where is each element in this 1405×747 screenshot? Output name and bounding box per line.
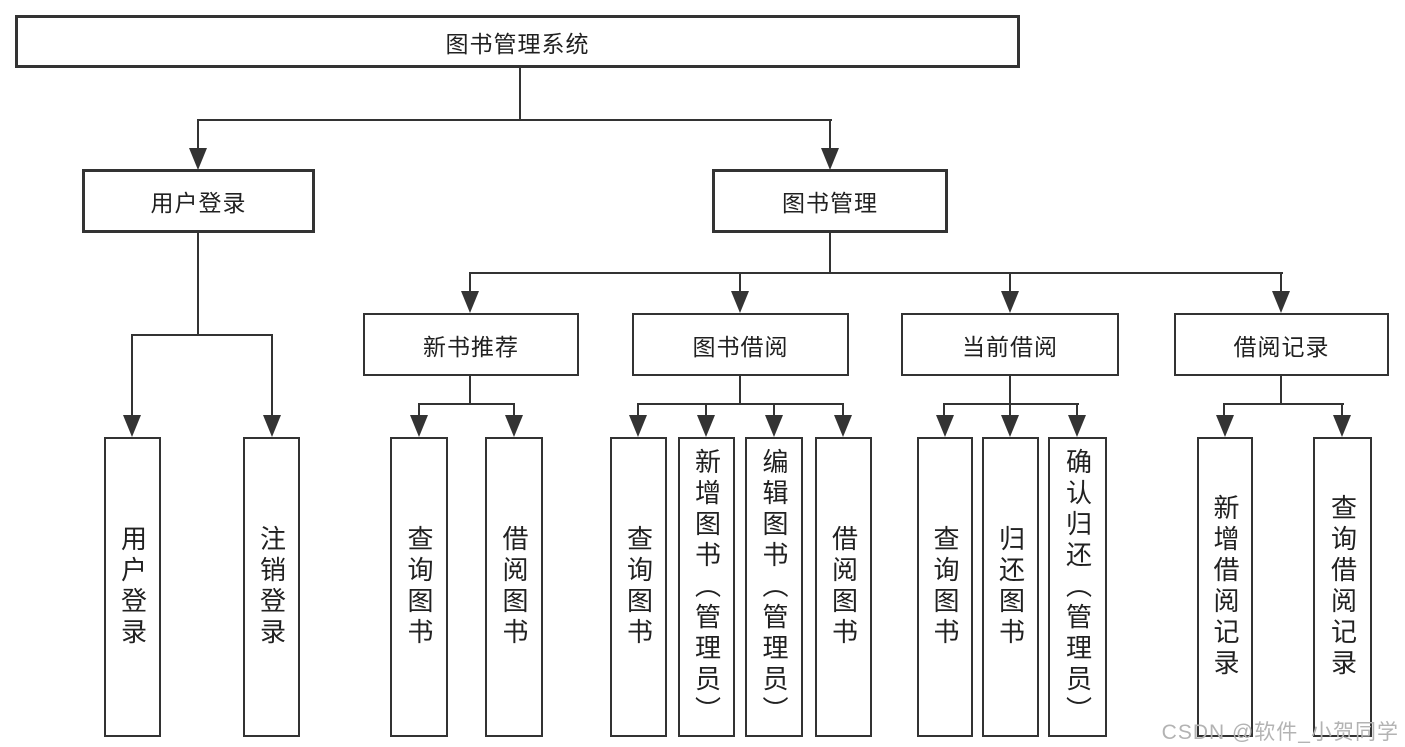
connector-line: [842, 403, 844, 419]
csdn-watermark: CSDN @软件_小贺同学: [1161, 721, 1399, 744]
node-user-login: 用户登录: [82, 169, 315, 233]
connector-line: [1223, 403, 1225, 419]
leaf-user-login: 用户登录: [104, 437, 161, 737]
arrow-down-icon: [821, 148, 839, 170]
arrow-down-icon: [189, 148, 207, 170]
connector-line: [1280, 376, 1282, 405]
arrow-down-icon: [1333, 415, 1351, 437]
leaf-borrow-book-recommend: 借阅图书: [485, 437, 543, 737]
connector-line: [829, 119, 831, 151]
connector-line: [469, 272, 471, 294]
leaf-borrow-book: 借阅图书: [815, 437, 872, 737]
node-current-borrow: 当前借阅: [901, 313, 1119, 376]
leaf-query-borrow-record: 查询借阅记录: [1313, 437, 1372, 737]
connector-line: [1009, 403, 1011, 419]
connector-line: [739, 272, 741, 294]
arrow-down-icon: [1068, 415, 1086, 437]
leaf-confirm-return-admin: 确认归还（管理员）: [1048, 437, 1107, 737]
arrow-down-icon: [505, 415, 523, 437]
connector-line: [271, 334, 273, 418]
arrow-down-icon: [263, 415, 281, 437]
connector-line: [1009, 376, 1011, 405]
connector-line: [773, 403, 775, 419]
leaf-logout: 注销登录: [243, 437, 300, 737]
arrow-down-icon: [936, 415, 954, 437]
connector-line: [739, 376, 741, 405]
connector-line: [197, 119, 199, 151]
connector-line: [637, 403, 844, 405]
arrow-down-icon: [123, 415, 141, 437]
connector-line: [197, 119, 832, 121]
connector-line: [1076, 403, 1078, 419]
arrow-down-icon: [629, 415, 647, 437]
connector-line: [1341, 403, 1343, 419]
leaf-query-book-recommend: 查询图书: [390, 437, 448, 737]
connector-line: [519, 68, 521, 121]
connector-line: [131, 334, 273, 336]
leaf-return-book: 归还图书: [982, 437, 1039, 737]
arrow-down-icon: [1001, 291, 1019, 313]
arrow-down-icon: [1216, 415, 1234, 437]
leaf-add-borrow-record: 新增借阅记录: [1197, 437, 1253, 737]
arrow-down-icon: [461, 291, 479, 313]
node-library-management-system: 图书管理系统: [15, 15, 1020, 68]
connector-line: [1223, 403, 1344, 405]
leaf-edit-book-admin: 编辑图书（管理员）: [745, 437, 803, 737]
connector-line: [829, 233, 831, 274]
arrow-down-icon: [1272, 291, 1290, 313]
connector-line: [131, 334, 133, 418]
node-book-borrow: 图书借阅: [632, 313, 849, 376]
arrow-down-icon: [765, 415, 783, 437]
connector-line: [418, 403, 515, 405]
arrow-down-icon: [697, 415, 715, 437]
connector-line: [469, 376, 471, 405]
leaf-query-book-borrow: 查询图书: [610, 437, 667, 737]
leaf-add-book-admin: 新增图书（管理员）: [678, 437, 735, 737]
connector-line: [705, 403, 707, 419]
connector-line: [1280, 272, 1282, 294]
connector-line: [197, 233, 199, 336]
connector-line: [943, 403, 1079, 405]
connector-line: [637, 403, 639, 419]
connector-line: [943, 403, 945, 419]
node-book-management: 图书管理: [712, 169, 948, 233]
connector-line: [469, 272, 1283, 274]
node-borrow-records: 借阅记录: [1174, 313, 1389, 376]
connector-line: [1009, 272, 1011, 294]
arrow-down-icon: [834, 415, 852, 437]
node-new-book-recommend: 新书推荐: [363, 313, 579, 376]
connector-line: [418, 403, 420, 419]
arrow-down-icon: [410, 415, 428, 437]
leaf-query-book-current: 查询图书: [917, 437, 973, 737]
arrow-down-icon: [1001, 415, 1019, 437]
arrow-down-icon: [731, 291, 749, 313]
connector-line: [513, 403, 515, 419]
